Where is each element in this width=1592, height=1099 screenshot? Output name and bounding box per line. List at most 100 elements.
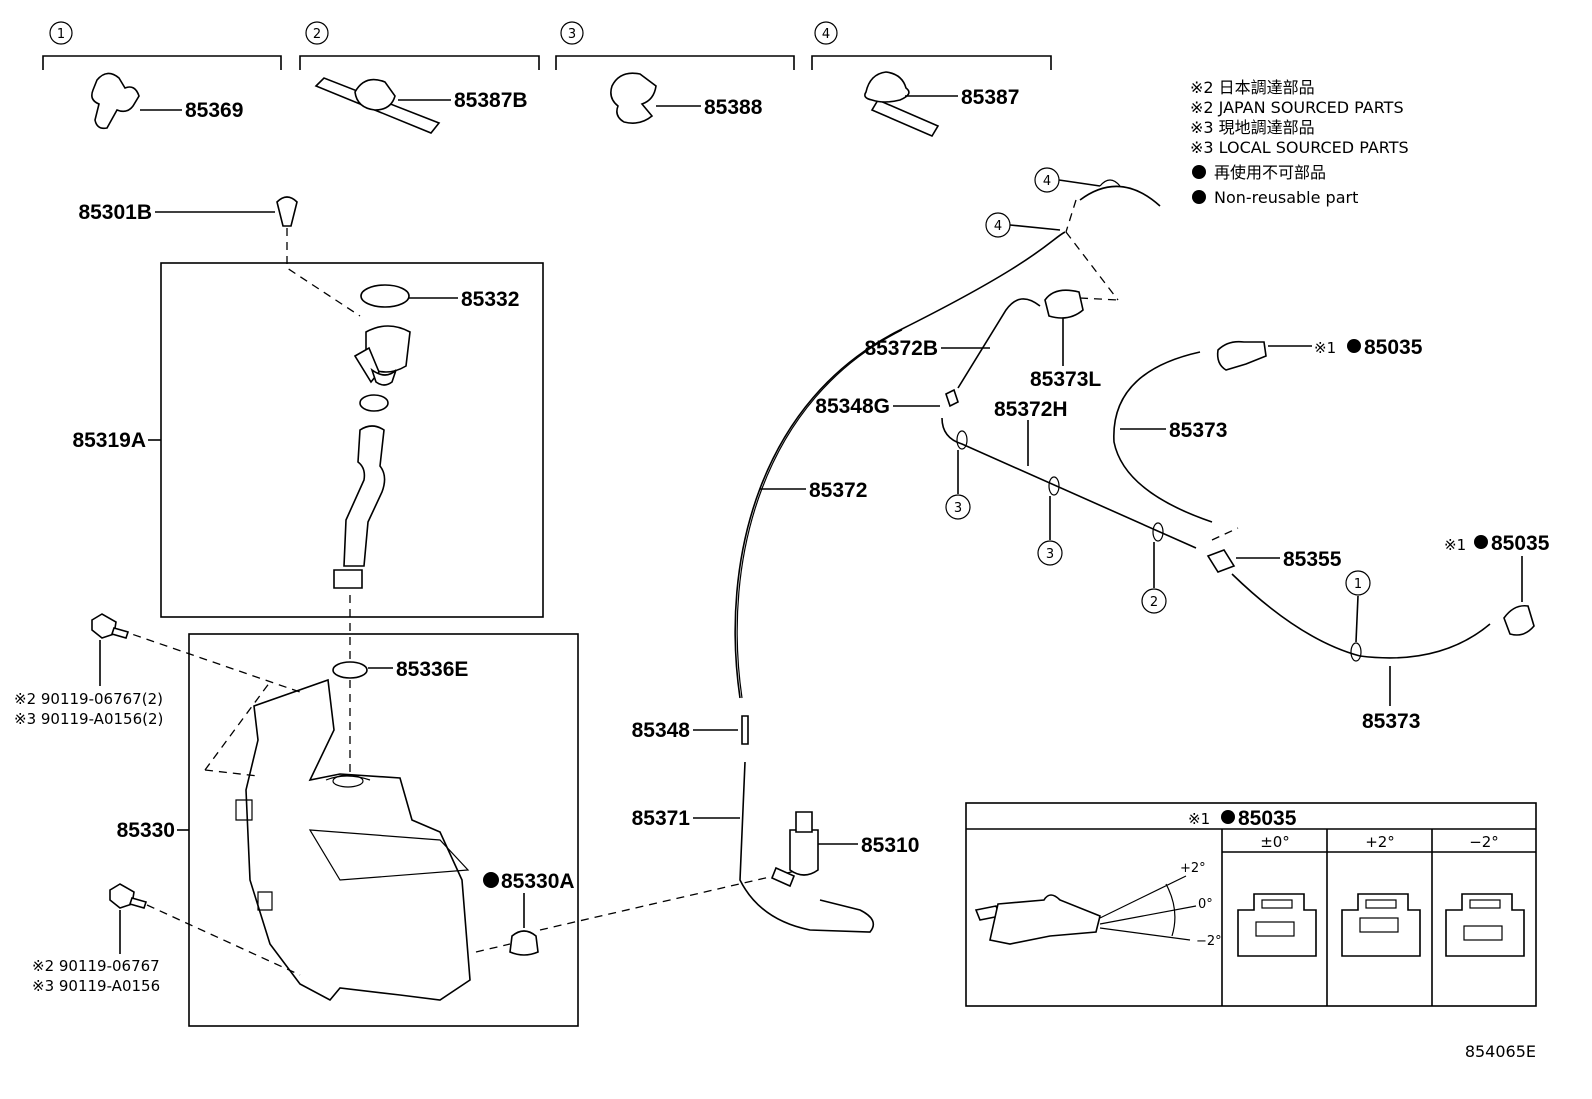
label-85355: 85355: [1283, 548, 1342, 571]
inset-angle-plus: +2°: [1180, 861, 1206, 876]
label-85387B: 85387B: [454, 89, 528, 112]
label-85348G: 85348G: [815, 395, 890, 418]
main-hose-85372: 85372: [734, 231, 1066, 699]
non-reusable-dot-icon: [1221, 810, 1235, 824]
bolt-upper-icon: [91, 613, 130, 639]
label-85035-lower-prefix: ※1: [1444, 536, 1466, 554]
inset-angle-minus: −2°: [1196, 934, 1222, 949]
callout-3-b: 3: [1046, 547, 1054, 562]
legend-line-4: ※3 LOCAL SOURCED PARTS: [1190, 138, 1409, 157]
hose-85373-upper-icon: [1113, 351, 1213, 523]
label-85330: 85330: [117, 819, 175, 842]
label-bolt-upper-a: ※2 90119-06767(2): [14, 690, 163, 708]
grommet-85330A: 85330A: [475, 869, 801, 956]
inset-nozzle-icon: [989, 894, 1101, 945]
filler-neck-assembly: 85301B 85319A 85332: [72, 196, 544, 660]
label-85387: 85387: [961, 86, 1019, 109]
washer-pump-icon: [789, 829, 819, 876]
label-85372B: 85372B: [864, 337, 938, 360]
bolt-lower-icon: [109, 883, 148, 909]
non-reusable-dot-icon: [1192, 190, 1206, 204]
nozzle-85035-upper-icon: [1216, 340, 1267, 371]
tank-assembly: 85330 85336E ※2 90119-06767(2) ※3 90119-…: [14, 613, 579, 1027]
nozzle-85373L-icon: [1044, 289, 1084, 319]
clip-85301B-icon: [276, 196, 298, 227]
inset-nozzle-front-minus-icon: [1445, 893, 1525, 957]
inset-title: 85035: [1238, 807, 1297, 830]
tee-85355-icon: [1206, 549, 1236, 573]
grommet-85336E-icon: [332, 661, 368, 679]
label-85348: 85348: [632, 719, 691, 742]
callout-4-b: 4: [994, 219, 1002, 234]
legend-line-1: ※2 日本調達部品: [1190, 78, 1315, 97]
clip-85388-icon: [610, 72, 657, 124]
label-85319A: 85319A: [72, 429, 146, 452]
joint-85348-icon: [741, 715, 749, 745]
legend-line-3: ※3 現地調達部品: [1190, 118, 1315, 137]
non-reusable-dot-icon: [1192, 165, 1206, 179]
hose-85371: 85371: [632, 761, 875, 933]
callout-4-a: 4: [1043, 174, 1051, 189]
label-85035-lower: 85035: [1491, 532, 1550, 555]
filler-pipe-icon: [343, 425, 386, 567]
group-4: 4 85387: [811, 21, 1052, 138]
inset-nozzle-front-plus-icon: [1341, 893, 1421, 957]
inset-title-prefix: ※1: [1188, 810, 1210, 828]
inset-col-minus: −2°: [1469, 833, 1499, 851]
svg-text:4: 4: [822, 27, 830, 42]
inset-angle-zero: 0°: [1198, 897, 1213, 912]
svg-text:3: 3: [568, 27, 576, 42]
label-85369: 85369: [185, 99, 243, 122]
label-85330A: 85330A: [501, 870, 575, 893]
label-85388: 85388: [704, 96, 763, 119]
callout-2: 2: [1150, 595, 1158, 610]
non-reusable-dot-icon: [1347, 339, 1361, 353]
label-bolt-upper-b: ※3 90119-A0156(2): [14, 710, 163, 728]
callout-3-a: 3: [954, 501, 962, 516]
svg-text:2: 2: [313, 27, 321, 42]
legend: ※2 日本調達部品 ※2 JAPAN SOURCED PARTS ※3 現地調達…: [1190, 78, 1409, 207]
legend-line-2: ※2 JAPAN SOURCED PARTS: [1190, 98, 1404, 117]
figure-code: 854065E: [1465, 1042, 1536, 1061]
label-85035-upper: 85035: [1364, 336, 1423, 359]
hose-85372B-icon: [957, 298, 1041, 389]
group-1: 1 85369: [42, 21, 282, 130]
non-reusable-dot-icon: [483, 872, 499, 888]
label-85301B: 85301B: [78, 201, 152, 224]
label-85310: 85310: [861, 834, 919, 857]
inset-col-plus: +2°: [1365, 833, 1395, 851]
seal-ring-icon: [359, 394, 389, 412]
grommet-85330A-icon: [509, 930, 539, 956]
non-reusable-dot-icon: [1474, 535, 1488, 549]
upper-hoses: 4 4 85373L 85372B: [864, 167, 1161, 391]
joint-85348: 85348: [632, 715, 749, 745]
label-85372: 85372: [809, 479, 867, 502]
callout-1: 1: [1354, 577, 1362, 592]
nozzle-85035-lower-icon: [1503, 604, 1535, 636]
label-85373-lower: 85373: [1362, 710, 1420, 733]
clip-85369-icon: [91, 72, 140, 130]
label-bolt-lower-a: ※2 90119-06767: [32, 957, 160, 975]
group-1-number: 1: [57, 27, 65, 42]
hose-85372-icon: [734, 231, 1066, 699]
nozzle-angle-inset: ※1 85035 ±0° +2° −2° +2° 0° −2°: [965, 802, 1537, 1007]
inset-col-zero: ±0°: [1260, 833, 1290, 851]
legend-line-5: 再使用不可部品: [1214, 163, 1326, 182]
label-85372H: 85372H: [994, 398, 1068, 421]
label-bolt-lower-b: ※3 90119-A0156: [32, 977, 160, 995]
clip-85387-icon: [864, 71, 910, 103]
joint-85348G-icon: [945, 388, 959, 408]
label-85035-upper-prefix: ※1: [1314, 339, 1336, 357]
inset-nozzle-front-zero-icon: [1237, 893, 1317, 957]
pump-85310: 85310: [770, 811, 919, 888]
group-3: 3 85388: [555, 21, 795, 124]
washer-tank-icon: [245, 678, 471, 1002]
cap-85332-icon: [360, 284, 410, 308]
group-2: 2 85387B: [299, 21, 540, 134]
label-85336E: 85336E: [396, 658, 468, 681]
hose-85372H: 85348G 85372H 3 3 2: [815, 388, 1197, 614]
hose-85371-icon: [739, 761, 875, 933]
right-hoses: 85373 ※1 85035 85355 1 85373 ※1 85035: [1113, 336, 1550, 733]
legend-line-6: Non-reusable part: [1214, 188, 1358, 207]
